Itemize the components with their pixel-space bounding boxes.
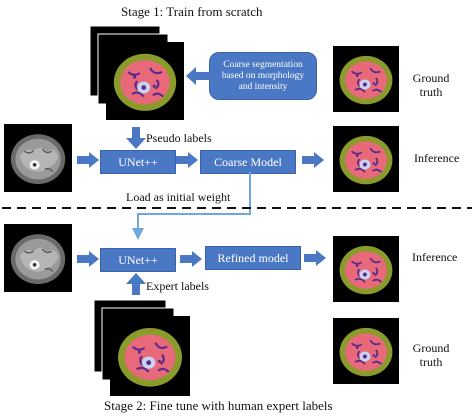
coarse-segmentation-box: Coarse segmentation based on morphology … (209, 52, 317, 100)
stage2-ground-truth-image (333, 318, 399, 384)
stage2-title: Stage 2: Fine tune with human expert lab… (104, 398, 333, 413)
arrow-coarse-to-stack (186, 67, 210, 85)
stage1-inference-label: Inference (414, 151, 460, 165)
arrow-input2-to-unet (77, 251, 99, 267)
stage-divider (2, 207, 472, 209)
arrow-expert-labels (126, 273, 146, 295)
stage1-unet-box: UNet++ (100, 150, 176, 174)
arrow-unet-to-coarse (176, 152, 198, 168)
stage1-input-ct (4, 124, 72, 192)
arrow-unet2-to-refined (180, 251, 202, 267)
arrow-refined-to-inference (304, 250, 326, 266)
coarse-model-box: Coarse Model (200, 150, 296, 174)
stage1-ground-truth-image (333, 46, 399, 112)
stage1-ground-truth-label: Ground truth (412, 71, 450, 99)
stage2-unet-box: UNet++ (100, 248, 176, 272)
refined-model-box: Refined model (205, 246, 301, 270)
stage2-ground-truth-label: Ground truth (412, 341, 450, 369)
load-weight-label: Load as initial weight (126, 190, 231, 204)
stage2-inference-image (333, 236, 399, 302)
arrow-coarse-to-inference (302, 152, 324, 168)
stage1-inference-image (333, 126, 399, 192)
expert-labels-label: Expert labels (146, 279, 209, 293)
expert-label-stack (94, 300, 190, 396)
stage2-input-ct (4, 224, 72, 292)
arrow-input-to-unet (77, 152, 99, 168)
pseudo-labels-label: Pseudo labels (146, 131, 212, 145)
arrow-pseudo-labels (126, 127, 146, 149)
load-weight-connector (132, 172, 251, 240)
pseudo-label-stack (90, 26, 184, 120)
stage2-inference-label: Inference (412, 250, 458, 264)
stage1-title: Stage 1: Train from scratch (121, 4, 263, 19)
